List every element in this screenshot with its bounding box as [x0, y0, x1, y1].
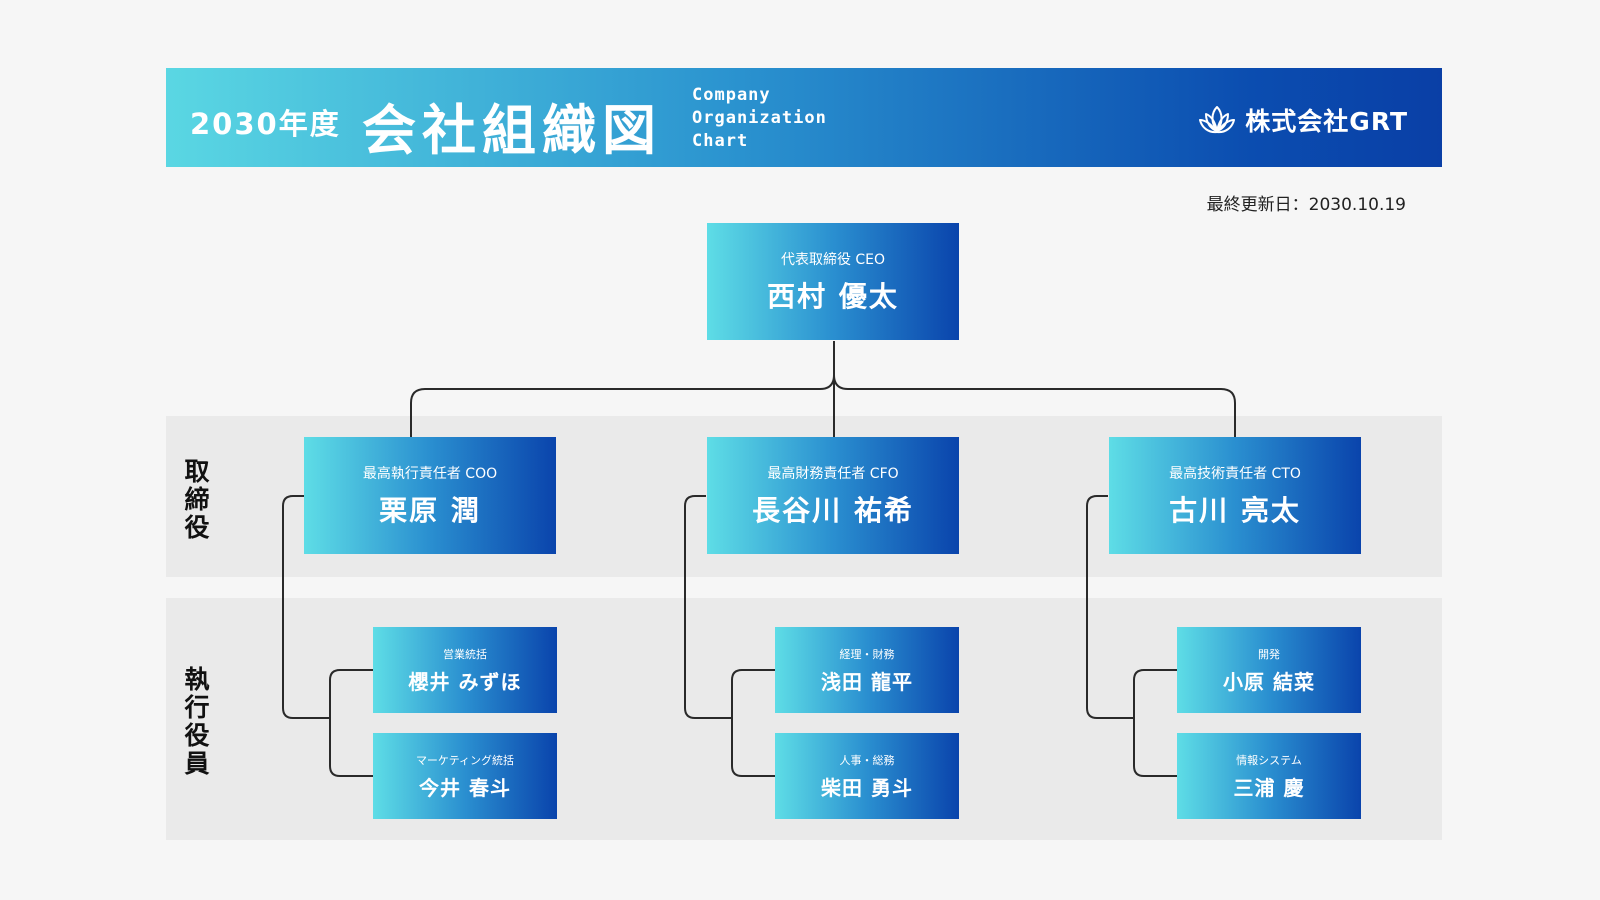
last-updated: 最終更新日：2030.10.19 — [1206, 195, 1406, 215]
role-label: 情報システム — [1236, 753, 1302, 767]
role-label: マーケティング統括 — [415, 753, 515, 767]
card-coo: 最高執行責任者 COO 栗原 潤 — [304, 437, 556, 554]
role-label: 最高執行責任者 COO — [362, 465, 498, 482]
role-label: 開発 — [1258, 647, 1280, 661]
role-label: 最高財務責任者 CFO — [767, 465, 899, 482]
card-executive: 情報システム 三浦 慶 — [1177, 733, 1361, 819]
person-name: 古川 亮太 — [1169, 493, 1301, 527]
connector-cfo — [684, 495, 732, 719]
person-name: 柴田 勇斗 — [821, 775, 913, 800]
card-cto: 最高技術責任者 CTO 古川 亮太 — [1109, 437, 1361, 554]
company-brand: 株式会社GRT — [1197, 102, 1408, 138]
page-title: 会社組織図 — [362, 99, 662, 162]
person-name: 櫻井 みずほ — [408, 669, 522, 694]
header-banner: 2030年度 会社組織図 Company Organization Chart … — [166, 68, 1442, 167]
card-executive: 開発 小原 結菜 — [1177, 627, 1361, 713]
connector-coo — [282, 495, 330, 719]
band-label-executives: 執行役員 — [184, 665, 210, 778]
person-name: 小原 結菜 — [1223, 669, 1315, 694]
role-label: 人事・総務 — [839, 753, 895, 767]
card-executive: 経理・財務 浅田 龍平 — [775, 627, 959, 713]
connector-cfo-reports — [731, 669, 775, 777]
lotus-icon — [1199, 106, 1236, 134]
english-subtitle: Company Organization Chart — [692, 84, 827, 153]
connector-coo-reports — [329, 669, 373, 777]
role-label: 営業統括 — [443, 647, 487, 661]
card-executive: マーケティング統括 今井 春斗 — [373, 733, 557, 819]
connector-cto — [1086, 495, 1134, 719]
subtitle-line: Company — [692, 85, 771, 105]
person-name: 浅田 龍平 — [821, 669, 913, 694]
connector-ceo-right — [833, 374, 1236, 437]
connector-cto-reports — [1133, 669, 1177, 777]
person-name: 長谷川 祐希 — [752, 493, 914, 527]
subtitle-line: Chart — [692, 131, 749, 151]
person-name: 西村 優太 — [767, 279, 899, 313]
card-cfo: 最高財務責任者 CFO 長谷川 祐希 — [707, 437, 959, 554]
role-label: 経理・財務 — [839, 647, 895, 661]
person-name: 三浦 慶 — [1233, 775, 1305, 800]
card-executive: 営業統括 櫻井 みずほ — [373, 627, 557, 713]
card-executive: 人事・総務 柴田 勇斗 — [775, 733, 959, 819]
company-name: 株式会社GRT — [1245, 107, 1408, 136]
connector-ceo-left — [410, 374, 835, 437]
band-label-directors: 取締役 — [184, 457, 210, 542]
role-label: 代表取締役 CEO — [780, 251, 886, 268]
subtitle-line: Organization — [692, 108, 827, 128]
fiscal-year: 2030年度 — [190, 107, 341, 141]
person-name: 栗原 潤 — [379, 493, 481, 527]
role-label: 最高技術責任者 CTO — [1169, 465, 1301, 482]
card-ceo: 代表取締役 CEO 西村 優太 — [707, 223, 959, 340]
person-name: 今井 春斗 — [419, 775, 511, 800]
